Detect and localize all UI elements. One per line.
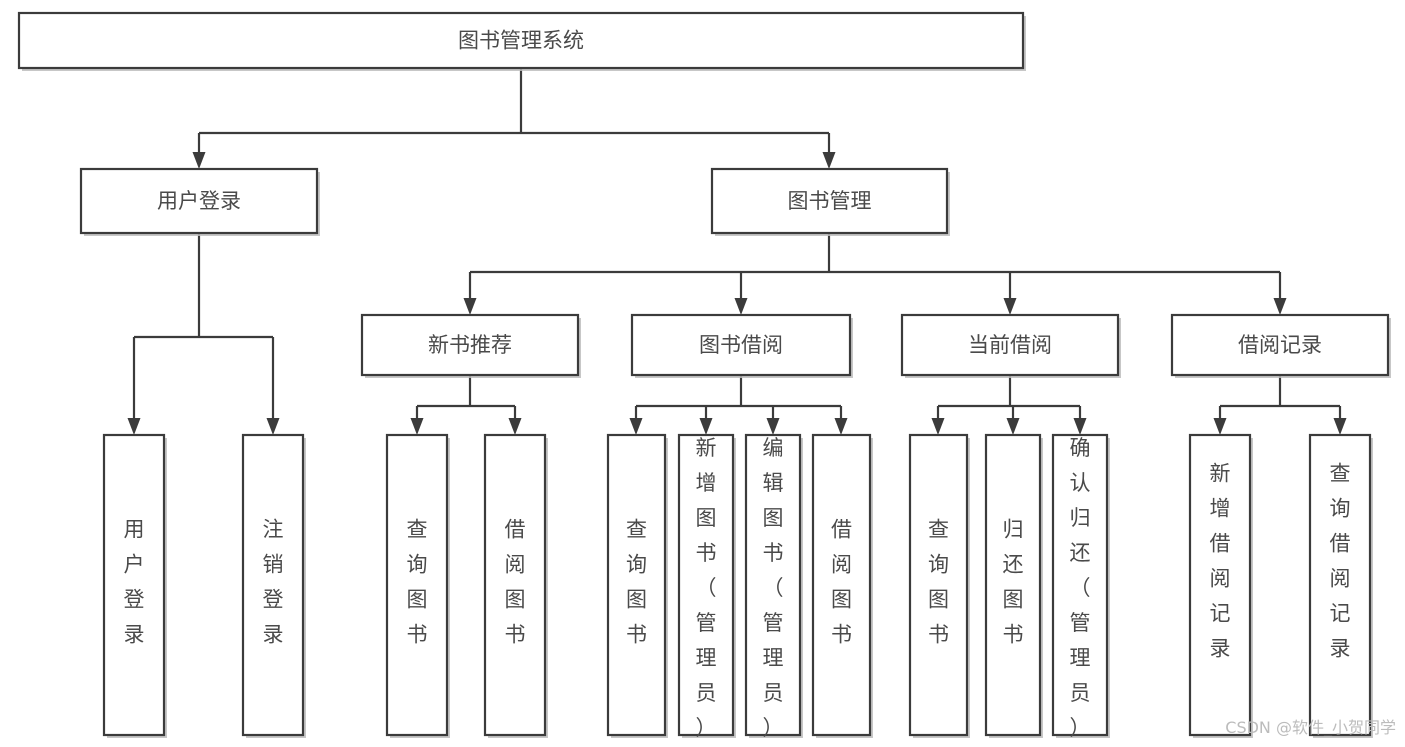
node-label-leaf-logout: 注销登录 [263,518,284,647]
node-borrow-record[interactable]: 借阅记录 [1170,313,1391,378]
node-box-leaf-query-book-borrow[interactable] [606,433,667,737]
watermark-layer: CSDN @软件_小贺同学 [1225,718,1396,738]
node-book-borrow[interactable]: 图书借阅 [630,313,853,378]
node-label-leaf-return-book: 归还图书 [1003,518,1024,647]
node-label-leaf-confirm-return-admin: 确认归还（管理员） [1070,436,1091,740]
node-box-root[interactable] [17,11,1025,70]
node-box-leaf-confirm-return-admin[interactable] [1051,433,1109,737]
node-leaf-add-borrow-record[interactable]: 新增借阅记录 [1188,433,1253,738]
node-label-leaf-query-borrow-record: 查询借阅记录 [1330,462,1351,661]
connector-current-borrow-to-leaves [931,375,1087,435]
connector-book-manage-to-level2 [463,233,1287,315]
node-box-borrow-record[interactable] [1170,313,1390,377]
node-box-leaf-query-book-new[interactable] [385,433,449,737]
node-label-leaf-query-book-new: 查询图书 [407,518,428,647]
node-box-leaf-logout[interactable] [241,433,305,737]
node-label-current-borrow: 当前借阅 [968,333,1052,357]
node-box-leaf-edit-book-admin[interactable] [744,433,802,737]
node-layer: 图书管理系统用户登录图书管理新书推荐图书借阅当前借阅借阅记录用户登录注销登录查询… [17,11,1391,740]
node-box-leaf-query-book-current[interactable] [908,433,969,737]
node-box-book-manage[interactable] [710,167,949,235]
node-user-login[interactable]: 用户登录 [79,167,320,236]
node-leaf-user-login[interactable]: 用户登录 [102,433,167,738]
node-leaf-query-book-new[interactable]: 查询图书 [385,433,450,738]
node-leaf-borrow-book-new[interactable]: 借阅图书 [483,433,548,738]
connector-book-borrow-to-leaves [629,375,848,435]
node-new-book-recommend[interactable]: 新书推荐 [360,313,581,378]
node-leaf-logout[interactable]: 注销登录 [241,433,306,738]
node-box-current-borrow[interactable] [900,313,1120,377]
connector-user-login-to-leaves [127,233,280,435]
node-box-new-book-recommend[interactable] [360,313,580,377]
node-label-leaf-user-login: 用户登录 [124,518,145,647]
connector-layer [127,68,1347,435]
node-box-leaf-borrow-book-borrow[interactable] [811,433,872,737]
node-box-leaf-return-book[interactable] [984,433,1042,737]
node-label-leaf-borrow-book-borrow: 借阅图书 [831,518,852,647]
node-current-borrow[interactable]: 当前借阅 [900,313,1121,378]
node-leaf-confirm-return-admin[interactable]: 确认归还（管理员） [1051,433,1110,740]
node-label-borrow-record: 借阅记录 [1238,333,1322,357]
node-leaf-borrow-book-borrow[interactable]: 借阅图书 [811,433,873,738]
csdn-watermark: CSDN @软件_小贺同学 [1225,718,1396,738]
connector-root-to-level1 [192,68,836,169]
node-label-leaf-query-book-borrow: 查询图书 [626,518,647,647]
connector-borrow-record-to-leaves [1213,375,1347,435]
node-box-leaf-add-borrow-record[interactable] [1188,433,1252,737]
node-label-root: 图书管理系统 [458,29,584,53]
node-box-book-borrow[interactable] [630,313,852,377]
node-label-leaf-add-borrow-record: 新增借阅记录 [1210,462,1231,661]
node-leaf-edit-book-admin[interactable]: 编辑图书（管理员） [744,433,803,740]
node-label-new-book-recommend: 新书推荐 [428,333,512,357]
node-box-leaf-borrow-book-new[interactable] [483,433,547,737]
node-label-leaf-edit-book-admin: 编辑图书（管理员） [763,436,784,740]
node-root[interactable]: 图书管理系统 [17,11,1026,71]
node-label-book-manage: 图书管理 [788,189,872,213]
node-label-leaf-query-book-current: 查询图书 [928,518,949,647]
node-label-user-login: 用户登录 [157,189,241,213]
node-leaf-add-book-admin[interactable]: 新增图书（管理员） [677,433,736,740]
node-book-manage[interactable]: 图书管理 [710,167,950,236]
node-label-leaf-add-book-admin: 新增图书（管理员） [696,436,717,740]
node-leaf-query-book-current[interactable]: 查询图书 [908,433,970,738]
node-box-leaf-add-book-admin[interactable] [677,433,735,737]
connector-new-book-to-leaves [410,375,522,435]
node-leaf-return-book[interactable]: 归还图书 [984,433,1043,738]
node-box-leaf-query-borrow-record[interactable] [1308,433,1372,737]
node-leaf-query-book-borrow[interactable]: 查询图书 [606,433,668,738]
node-leaf-query-borrow-record[interactable]: 查询借阅记录 [1308,433,1373,738]
node-label-leaf-borrow-book-new: 借阅图书 [505,518,526,647]
node-label-book-borrow: 图书借阅 [699,333,783,357]
node-box-user-login[interactable] [79,167,319,235]
node-box-leaf-user-login[interactable] [102,433,166,737]
